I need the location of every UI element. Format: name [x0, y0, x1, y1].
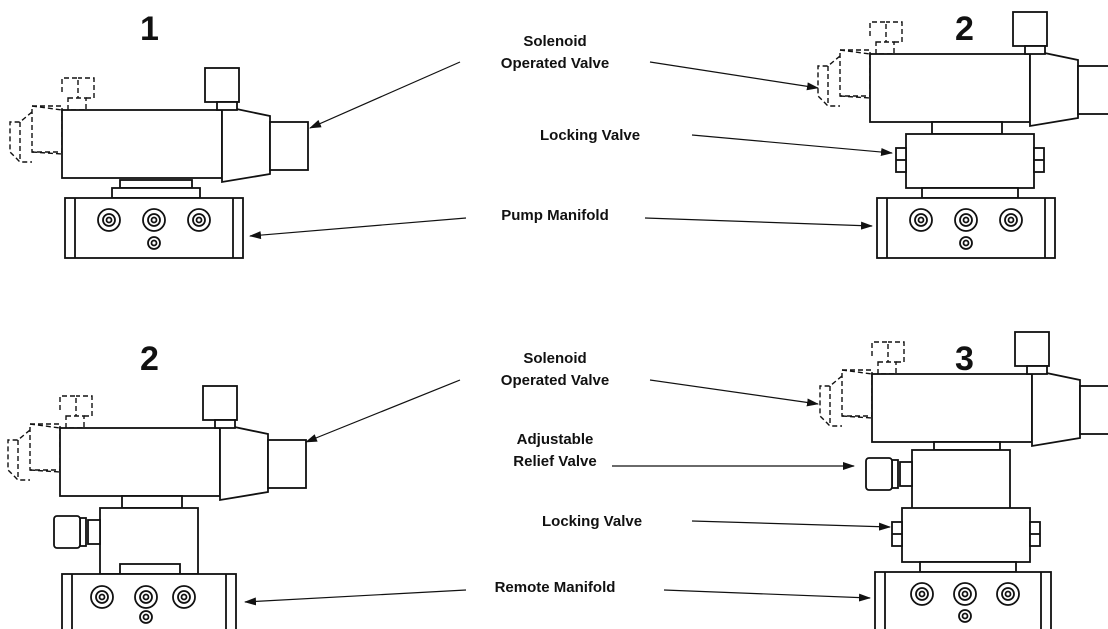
- pump-manifold-2: [876, 197, 1056, 259]
- arrow-locking-valve-bottom: [691, 520, 891, 531]
- label-relief-valve-line2: Relief Valve: [513, 453, 596, 470]
- locking-valve-3: [891, 507, 1041, 563]
- remote-manifold-assembly-2: [7, 385, 307, 629]
- arrow-solenoid-bottom-left: [305, 379, 461, 443]
- arrow-locking-valve-top: [691, 134, 893, 156]
- arrow-pump-manifold-left: [249, 217, 467, 240]
- arrow-remote-manifold-left: [244, 589, 467, 606]
- arrow-remote-manifold-right: [663, 589, 871, 602]
- label-solenoid-top-line2: Operated Valve: [501, 55, 609, 72]
- label-solenoid-top-line1: Solenoid: [523, 33, 586, 50]
- label-pump-manifold: Pump Manifold: [501, 207, 609, 224]
- config-number-3: 3: [955, 340, 974, 378]
- label-relief-valve-line1: Adjustable: [517, 431, 594, 448]
- pump-manifold-1: [64, 197, 244, 259]
- label-solenoid-bottom-line2: Operated Valve: [501, 372, 609, 389]
- remote-manifold-assembly-3: [819, 331, 1108, 629]
- pump-manifold-assembly-1: [9, 67, 309, 259]
- label-locking-valve-top: Locking Valve: [540, 127, 640, 144]
- label-locking-valve-bottom: Locking Valve: [542, 513, 642, 530]
- pump-manifold-assembly-2: [817, 11, 1108, 259]
- solenoid-operated-valve-3: [7, 385, 307, 501]
- label-solenoid-bottom-line1: Solenoid: [523, 350, 586, 367]
- arrow-solenoid-top-left: [309, 61, 461, 129]
- solenoid-operated-valve-1: [9, 67, 309, 183]
- config-number-1: 1: [140, 10, 159, 48]
- arrow-solenoid-top-right: [649, 61, 819, 91]
- label-remote-manifold: Remote Manifold: [495, 579, 616, 596]
- arrow-pump-manifold-right: [644, 217, 873, 230]
- adjustable-relief-valve-2: [865, 449, 1011, 517]
- config-number-2-top: 2: [955, 10, 974, 48]
- config-number-2-bottom: 2: [140, 340, 159, 378]
- locking-valve-2: [895, 133, 1045, 189]
- arrow-solenoid-bottom-right: [649, 379, 819, 407]
